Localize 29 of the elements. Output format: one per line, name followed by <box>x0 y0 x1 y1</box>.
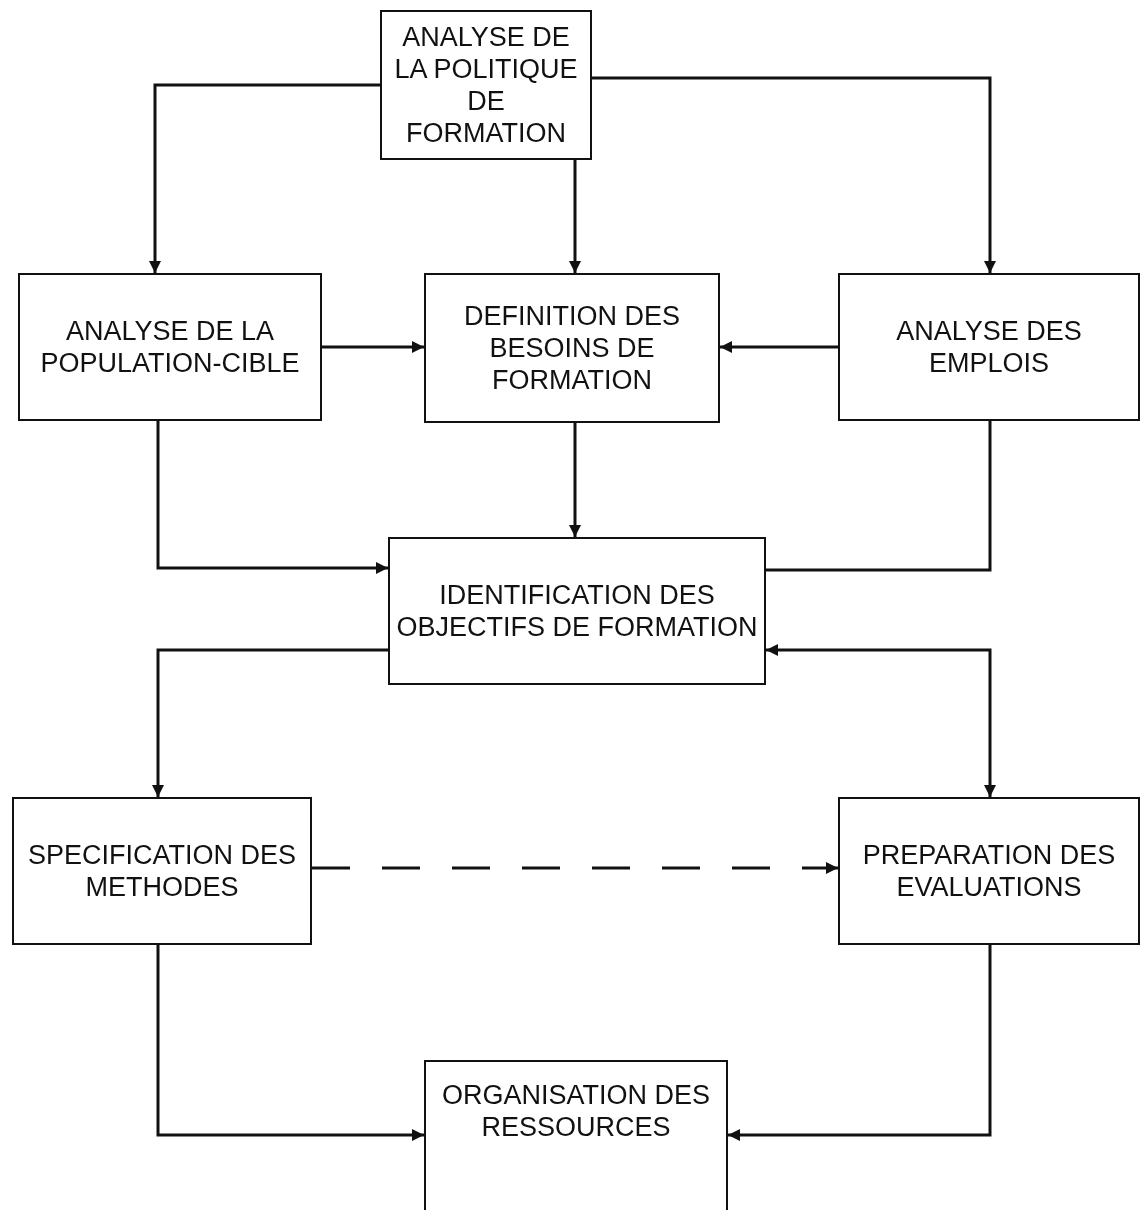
arrow <box>322 341 424 353</box>
process-box <box>838 273 1140 421</box>
process-box <box>424 273 720 423</box>
arrow <box>149 83 380 273</box>
arrow <box>156 421 388 574</box>
box-label: SPECIFICATION DES METHODES <box>26 839 297 903</box>
box-label: ORGANISATION DES RESSOURCES <box>440 1079 711 1143</box>
arrow <box>592 76 996 273</box>
arrow <box>728 945 992 1141</box>
box-label: ANALYSE DES EMPLOIS <box>895 315 1083 379</box>
box-label: IDENTIFICATION DES OBJECTIFS DE FORMATION <box>395 579 759 643</box>
arrow <box>312 862 838 874</box>
process-box <box>18 273 322 421</box>
box-label: PREPARATION DES EVALUATIONS <box>861 839 1117 903</box>
process-box <box>380 10 592 160</box>
box-label: ANALYSE DE LA POPULATION-CIBLE <box>39 315 301 379</box>
process-box <box>388 537 766 685</box>
box-label: ANALYSE DE LA POLITIQUE DE FORMATION <box>393 21 579 149</box>
arrow <box>569 423 581 537</box>
arrow <box>156 945 424 1141</box>
process-box <box>424 1060 728 1210</box>
connector-line <box>766 421 992 572</box>
arrow <box>569 160 581 273</box>
process-box <box>12 797 312 945</box>
arrow <box>766 644 996 797</box>
process-box <box>838 797 1140 945</box>
arrow <box>720 341 838 353</box>
arrow <box>152 648 388 797</box>
box-label: DEFINITION DES BESOINS DE FORMATION <box>463 300 681 396</box>
